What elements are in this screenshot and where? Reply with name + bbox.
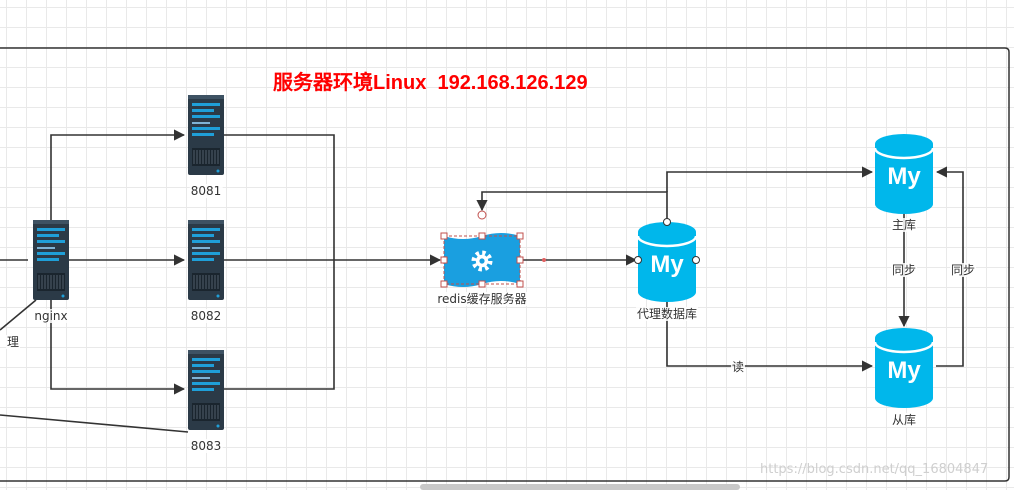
edge-label-sync-up: 同步: [949, 263, 977, 277]
edge-proxy-to-redis: [476, 191, 668, 222]
edge-nginx-to-8083: [50, 300, 186, 395]
master-db-glyph: My: [887, 163, 921, 190]
nginx-server-icon: [32, 219, 70, 301]
diagram-title: 服务器环境Linux 192.168.126.129: [273, 72, 588, 94]
edge-left-diagonal-a: [0, 299, 37, 331]
edge-proxy-to-master: [666, 166, 874, 192]
master-db-node[interactable]: My: [873, 132, 935, 216]
container-frame: [0, 47, 1010, 482]
gear-icon: [471, 250, 493, 272]
edge-8081-out: [224, 134, 335, 260]
edge-proxy-to-slave: [666, 300, 874, 372]
edge-label-sync-down: 同步: [890, 263, 918, 277]
server-8083-label: 8083: [189, 439, 223, 453]
edge-8083-out: [224, 260, 335, 390]
proxy-db-glyph: My: [650, 251, 684, 278]
server-8081-label: 8081: [189, 184, 223, 198]
slave-db-label: 从库: [890, 413, 918, 427]
edge-nginx-to-8081: [50, 129, 186, 220]
server-8081-icon: [187, 94, 225, 176]
redis-node[interactable]: [440, 210, 546, 288]
slave-db-node[interactable]: My: [873, 326, 935, 410]
proxy-db-node[interactable]: My: [634, 218, 700, 304]
proxy-db-label: 代理数据库: [635, 307, 699, 321]
watermark: https://blog.csdn.net/qq_16804847: [760, 462, 989, 477]
selection-handles: [440, 232, 524, 288]
redis-label: redis缓存服务器: [436, 292, 528, 306]
slave-db-glyph: My: [887, 357, 921, 384]
partial-left-label: 理: [6, 335, 21, 349]
edge-label-read: 读: [730, 360, 746, 374]
server-8082-label: 8082: [189, 309, 223, 323]
server-8083-icon: [187, 349, 225, 431]
master-db-label: 主库: [890, 218, 918, 232]
rotate-handle: [477, 210, 487, 220]
horizontal-scrollbar[interactable]: [420, 484, 740, 490]
edge-left-diagonal-b: [0, 414, 189, 433]
server-8082-icon: [187, 219, 225, 301]
nginx-label: nginx: [33, 309, 69, 323]
